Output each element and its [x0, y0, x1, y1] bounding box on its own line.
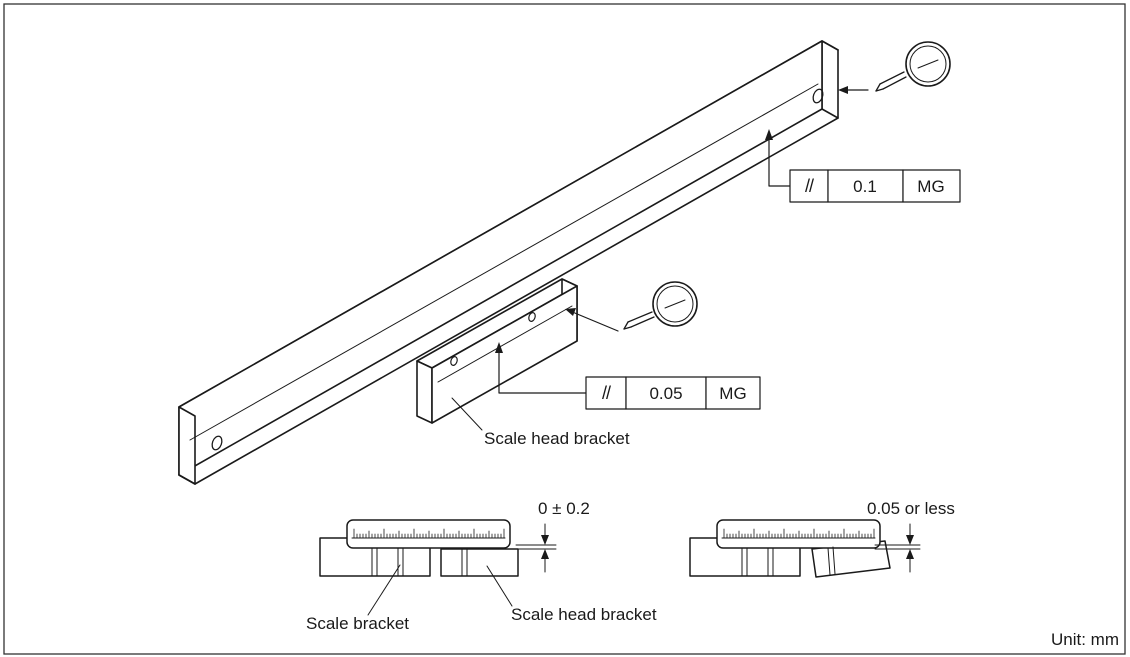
fcf-upper-datum: MG: [917, 177, 944, 196]
detail-offset: 0 ± 0.2: [319, 499, 590, 616]
label-scale-bracket: Scale bracket: [306, 614, 409, 633]
fcf-lower-datum: MG: [719, 384, 746, 403]
fcf-lower-tolerance: 0.05: [649, 384, 682, 403]
dial-indicator-lower: [565, 281, 698, 332]
dial-indicator-upper: [838, 41, 951, 94]
fcf-upper-symbol: //: [805, 176, 814, 196]
detail-step: 0.05 or less: [689, 499, 955, 578]
fcf-lower-symbol: //: [602, 383, 611, 403]
label-unit: Unit: mm: [1051, 630, 1119, 649]
fcf-upper-tolerance: 0.1: [853, 177, 877, 196]
label-offset-tolerance: 0 ± 0.2: [538, 499, 590, 518]
label-scale-head-bracket-top: Scale head bracket: [484, 429, 630, 448]
fcf-lower: // 0.05 MG: [495, 342, 761, 410]
fcf-upper: // 0.1 MG: [765, 129, 961, 203]
scale-bar: [178, 40, 839, 485]
label-step-tolerance: 0.05 or less: [867, 499, 955, 518]
border: [3, 3, 1126, 655]
label-scale-head-bracket-bottom: Scale head bracket: [511, 605, 657, 624]
